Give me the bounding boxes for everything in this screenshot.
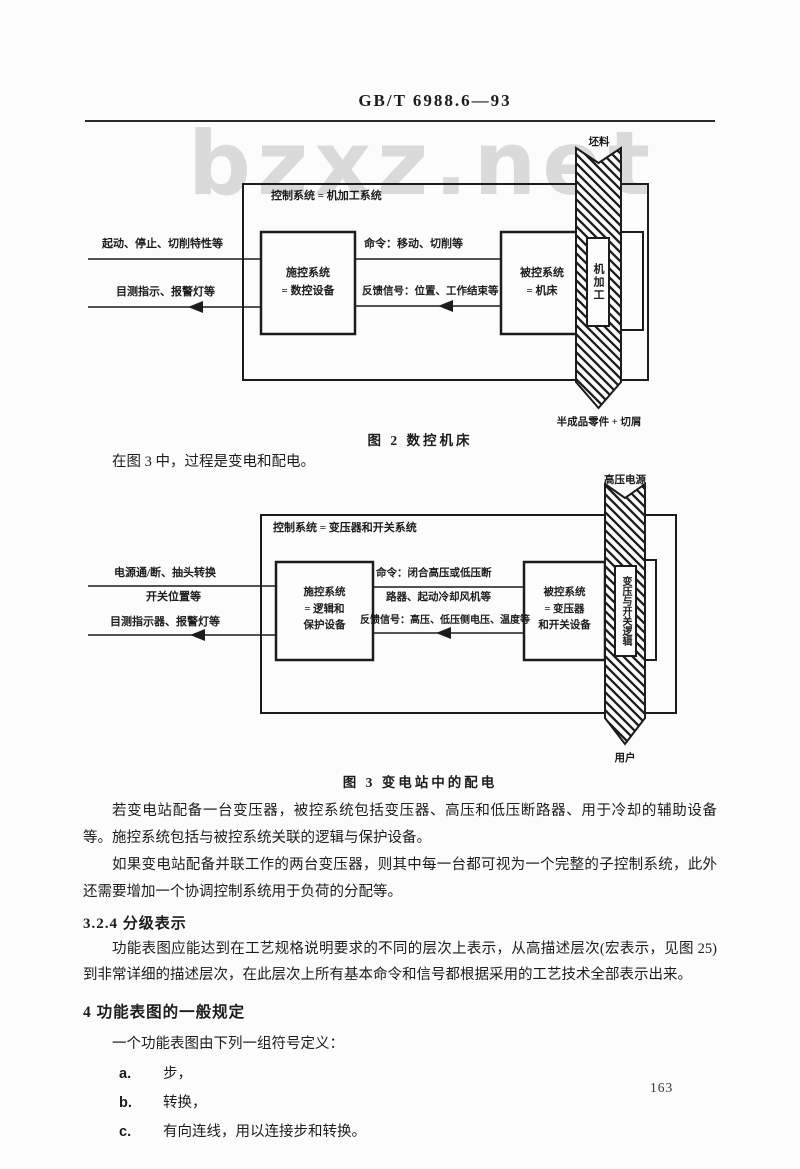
figure-2-diagram: 坯料 控制系统 = 机加工系统 起动、停止、切削特性等 目测指示、报警灯等 命令… [88, 134, 750, 430]
paragraph-4: 一个功能表图由下列一组符号定义： [112, 1036, 344, 1053]
fig3-input-label-2: 开关位置等 [146, 591, 201, 604]
figure-3-caption: 图 3 变电站中的配电 [342, 775, 498, 791]
list-marker-b: b. [119, 1094, 132, 1111]
fig2-controlled-label: 被控系统 = 机床 [520, 267, 564, 298]
fig2-machining-label: 机加工 [592, 262, 604, 302]
list-marker-a: a. [119, 1065, 132, 1082]
fig3-material-in-label: 高压电源 [604, 475, 646, 487]
fig3-feedback-arrowhead [436, 627, 451, 640]
fig3-material-out-label: 用户 [614, 753, 636, 765]
list-text-b: 转换， [163, 1094, 207, 1111]
fig2-command-label: 命令：移动、切削等 [364, 238, 463, 250]
fig2-system-label: 控制系统 = 机加工系统 [271, 190, 382, 202]
fig2-controller-box [259, 230, 357, 336]
fig3-controller-box [274, 561, 375, 662]
intro-paragraph: 在图 3 中，过程是变电和配电。 [112, 454, 315, 470]
fig2-drawing [88, 146, 649, 410]
fig3-command-label-2: 路器、起动冷却风机等 [386, 592, 491, 604]
fig2-controller-label: 施控系统 = 数控设备 [281, 267, 335, 298]
list-marker-c: c. [119, 1123, 132, 1140]
fig2-output-label: 目测指示、报警灯等 [116, 286, 215, 298]
symbol-list: a. 步， b. 转换， c. 有向连线，用以连接步和转换。 [83, 1060, 717, 1147]
heading-3-2-4: 3.2.4 分级表示 [83, 915, 187, 932]
fig3-drawing [88, 482, 677, 746]
fig2-input-label: 起动、停止、切削特性等 [102, 238, 223, 250]
fig2-feedback-label: 反馈信号：位置、工作结束等 [362, 286, 499, 297]
heading-4: 4 功能表图的一般规定 [83, 1004, 246, 1022]
fig2-feedback-arrowhead [438, 300, 453, 312]
fig3-feedback-label: 反馈信号：高压、低压侧电压、温度等 [360, 615, 530, 627]
fig3-controller-label: 施控系统 = 逻辑和 保护设备 [303, 587, 346, 631]
fig3-output-label: 目测指示器、报警灯等 [110, 616, 220, 629]
fig2-material-out-label: 半成品零件 + 切屑 [556, 417, 642, 428]
fig3-command-label-1: 命令：闭合高压或低压断 [376, 568, 492, 580]
fig3-output-arrowhead [190, 629, 205, 642]
list-item: a. 步， [119, 1060, 717, 1089]
standard-number: GB/T 6988.6—93 [358, 91, 512, 110]
fig2-output-arrowhead [188, 301, 203, 313]
list-item: c. 有向连线，用以连接步和转换。 [119, 1118, 717, 1147]
fig2-material-in-label: 坯料 [588, 137, 610, 148]
figure-3-diagram: 高压电源 控制系统 = 变压器和开关系统 电源通/断、抽头转换 开关位置等 目测… [88, 472, 750, 772]
fig2-system-boundary [242, 183, 649, 381]
header-rule [85, 120, 715, 122]
fig3-controlled-label: 被控系统 = 变压器 和开关设备 [538, 587, 591, 631]
fig2-controlled-box [499, 230, 585, 336]
fig3-system-label: 控制系统 = 变压器和开关系统 [273, 522, 417, 535]
paragraph-2: 如果变电站配备并联工作的两台变压器，则其中每一台都可视为一个完整的子控制系统，此… [83, 856, 717, 900]
fig2-machining-box [586, 237, 610, 327]
paragraph-3: 功能表图应能达到在工艺规格说明要求的不同的层次上表示，从高描述层次(宏表示，见图… [83, 940, 717, 984]
fig3-input-label-1: 电源通/断、抽头转换 [114, 567, 217, 580]
list-item: b. 转换， [119, 1089, 717, 1118]
page-number: 163 [650, 1080, 674, 1095]
list-text-a: 步， [163, 1065, 192, 1082]
fig3-system-boundary [260, 514, 677, 715]
list-text-c: 有向连线，用以连接步和转换。 [163, 1123, 366, 1140]
fig3-logic-box [614, 565, 637, 658]
watermark: bzxz.net [188, 112, 657, 215]
paragraph-1: 若变电站配备一台变压器，被控系统包括变压器、高压和低压断路器、用于冷却的辅助设备… [83, 803, 717, 847]
fig3-logic-label: 变压与开关逻辑 [620, 576, 631, 647]
figure-2-caption: 图 2 数控机床 [367, 433, 473, 448]
